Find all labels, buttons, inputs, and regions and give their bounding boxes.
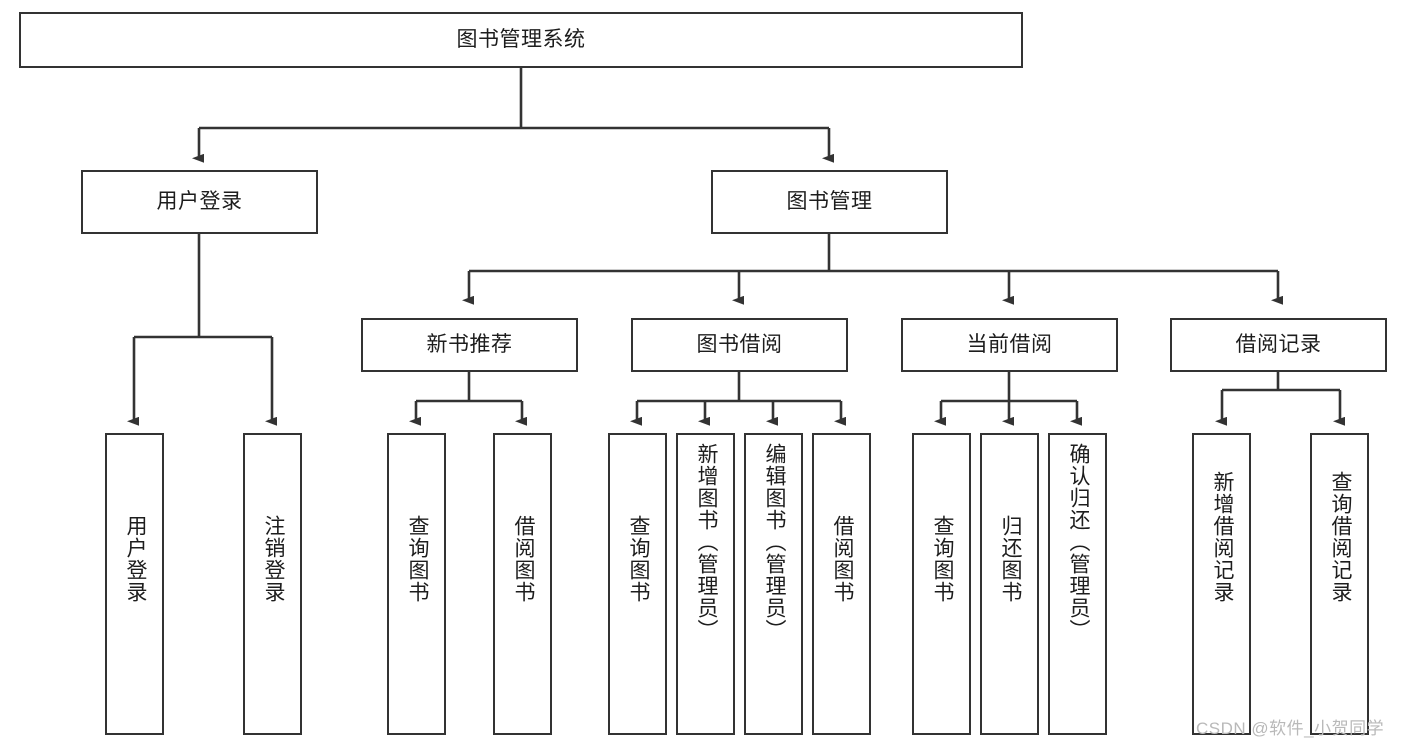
leaf-query-book-1-label: 查询图书: [405, 515, 429, 603]
watermark: CSDN @软件_小贺同学: [1196, 719, 1385, 738]
leaf-query-book-1[interactable]: 查询图书: [387, 433, 446, 735]
leaf-query-book-2-label: 查询图书: [626, 515, 650, 603]
leaf-query-book-3[interactable]: 查询图书: [912, 433, 971, 735]
leaf-query-book-3-label: 查询图书: [930, 515, 954, 603]
node-root[interactable]: 图书管理系统: [19, 12, 1023, 68]
node-book-borrow[interactable]: 图书借阅: [631, 318, 848, 372]
leaf-add-book-admin[interactable]: 新增图书（管理员）: [676, 433, 735, 735]
leaf-edit-book-admin[interactable]: 编辑图书（管理员）: [744, 433, 803, 735]
node-user-login[interactable]: 用户登录: [81, 170, 318, 234]
node-book-manage-label: 图书管理: [786, 190, 873, 214]
node-root-label: 图书管理系统: [456, 28, 586, 52]
node-borrow-record[interactable]: 借阅记录: [1170, 318, 1387, 372]
node-new-book-recommend[interactable]: 新书推荐: [361, 318, 578, 372]
leaf-borrow-book-1[interactable]: 借阅图书: [493, 433, 552, 735]
leaf-logout-login[interactable]: 注销登录: [243, 433, 302, 735]
leaf-add-borrow-record[interactable]: 新增借阅记录: [1192, 433, 1251, 735]
node-book-manage[interactable]: 图书管理: [711, 170, 948, 234]
node-current-borrow-label: 当前借阅: [966, 333, 1053, 357]
leaf-query-book-2[interactable]: 查询图书: [608, 433, 667, 735]
leaf-query-borrow-record[interactable]: 查询借阅记录: [1310, 433, 1369, 735]
leaf-user-login-label: 用户登录: [123, 515, 147, 603]
leaf-query-borrow-record-label: 查询借阅记录: [1328, 471, 1352, 603]
leaf-confirm-return-admin[interactable]: 确认归还（管理员）: [1048, 433, 1107, 735]
node-current-borrow[interactable]: 当前借阅: [901, 318, 1118, 372]
leaf-return-book[interactable]: 归还图书: [980, 433, 1039, 735]
node-book-borrow-label: 图书借阅: [696, 333, 783, 357]
leaf-add-book-admin-label: 新增图书（管理员）: [694, 443, 718, 641]
leaf-return-book-label: 归还图书: [998, 515, 1022, 603]
leaf-user-login[interactable]: 用户登录: [105, 433, 164, 735]
node-borrow-record-label: 借阅记录: [1235, 333, 1322, 357]
node-user-login-label: 用户登录: [156, 190, 243, 214]
leaf-confirm-return-admin-label: 确认归还（管理员）: [1066, 443, 1090, 641]
node-new-book-recommend-label: 新书推荐: [426, 333, 513, 357]
leaf-edit-book-admin-label: 编辑图书（管理员）: [762, 443, 786, 641]
leaf-borrow-book-2-label: 借阅图书: [830, 515, 854, 603]
leaf-add-borrow-record-label: 新增借阅记录: [1210, 471, 1234, 603]
leaf-logout-login-label: 注销登录: [261, 515, 285, 603]
leaf-borrow-book-1-label: 借阅图书: [511, 515, 535, 603]
leaf-borrow-book-2[interactable]: 借阅图书: [812, 433, 871, 735]
